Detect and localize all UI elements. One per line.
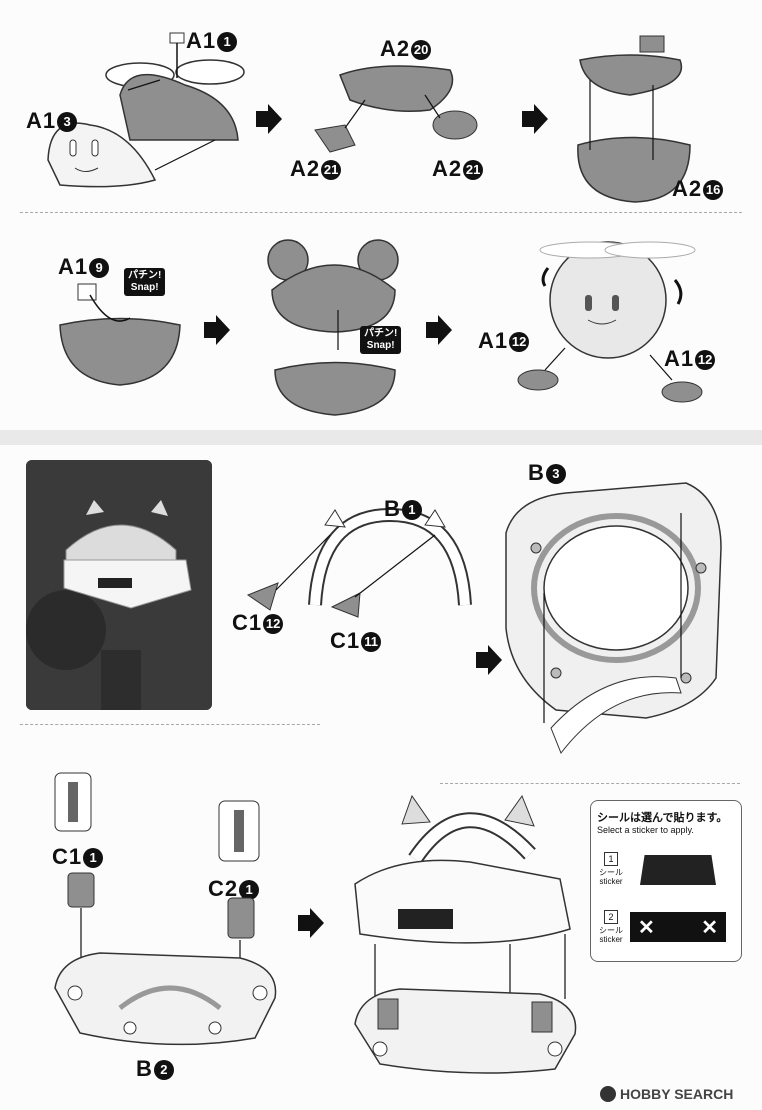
part-callout-c2-1 xyxy=(218,800,260,862)
sticker-option-2: ✕ ✕ xyxy=(630,912,726,942)
snap-callout: パチン!Snap! xyxy=(124,268,166,296)
step3-headband-illustration xyxy=(246,507,472,618)
next-step-arrow-icon xyxy=(522,104,548,134)
cross-mark-icon: ✕ xyxy=(701,917,718,939)
sticker-title-jp: シールは選んで貼ります。 xyxy=(597,812,728,824)
step-divider xyxy=(20,212,742,213)
sticker-option-number: 1 xyxy=(604,852,618,866)
sticker-option-number: 2 xyxy=(604,910,618,924)
next-step-arrow-icon xyxy=(426,315,452,345)
hobby-search-logo-icon xyxy=(600,1086,616,1102)
part-callout-c1-1 xyxy=(54,772,92,832)
step3-base-illustration xyxy=(505,482,722,754)
watermark: HOBBY SEARCH xyxy=(600,1086,733,1102)
sticker-option-1 xyxy=(640,855,716,885)
step2-illustration xyxy=(59,239,703,416)
step-divider xyxy=(440,783,740,784)
reference-photo xyxy=(26,460,212,710)
cross-mark-icon: ✕ xyxy=(638,917,655,939)
snap-callout: パチン!Snap! xyxy=(360,326,402,354)
sticker-option-label: シール sticker xyxy=(599,926,623,944)
step-divider xyxy=(20,724,320,725)
sticker-title-en: Select a sticker to apply. xyxy=(597,825,694,835)
sticker-option-label: シール sticker xyxy=(599,868,623,886)
step4-base-illustration xyxy=(54,872,277,1046)
next-step-arrow-icon xyxy=(298,908,324,938)
next-step-arrow-icon xyxy=(476,645,502,675)
step1-illustration xyxy=(47,32,691,203)
next-step-arrow-icon xyxy=(204,315,230,345)
next-step-arrow-icon xyxy=(256,104,282,134)
step4-assembled-illustration xyxy=(354,794,577,1074)
